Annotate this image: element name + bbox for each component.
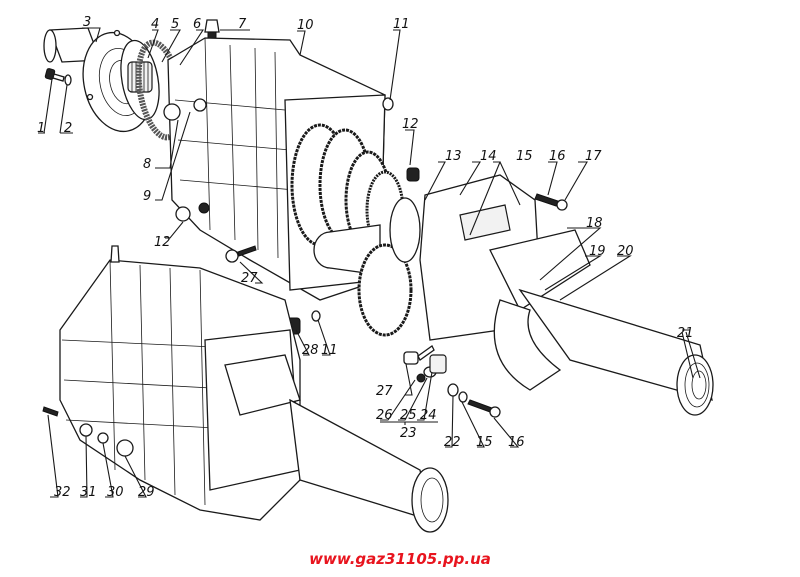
label-27-lower: 27 bbox=[376, 384, 393, 399]
label-10: 10 bbox=[297, 18, 314, 33]
label-19: 19 bbox=[589, 244, 606, 259]
label-20: 20 bbox=[617, 244, 634, 259]
bolt bbox=[44, 68, 65, 82]
label-1: 1 bbox=[37, 121, 45, 136]
label-28: 28 bbox=[302, 343, 319, 358]
label-18: 18 bbox=[586, 216, 603, 231]
label-25: 25 bbox=[400, 408, 417, 423]
label-22: 22 bbox=[444, 435, 461, 450]
label-29: 29 bbox=[138, 485, 155, 500]
label-9: 9 bbox=[143, 189, 151, 204]
leader-lines bbox=[38, 27, 701, 498]
label-14: 14 bbox=[480, 149, 497, 164]
housing-bolt bbox=[225, 245, 257, 263]
label-15-lower: 15 bbox=[476, 435, 493, 450]
label-6: 6 bbox=[193, 17, 201, 32]
label-7: 7 bbox=[238, 17, 247, 32]
label-8: 8 bbox=[143, 157, 151, 172]
washer bbox=[64, 74, 72, 86]
label-12-right: 12 bbox=[402, 117, 419, 132]
selector-assembly bbox=[403, 345, 501, 418]
label-16-upper: 16 bbox=[549, 149, 566, 164]
dowel-pin bbox=[382, 97, 394, 111]
part-labels: 1 2 3 4 5 6 7 8 9 10 11 11 12 12 13 14 1… bbox=[37, 15, 694, 500]
output-seal bbox=[676, 354, 714, 416]
label-2: 2 bbox=[64, 121, 72, 136]
label-21: 21 bbox=[677, 326, 694, 341]
label-15-upper: 15 bbox=[516, 149, 533, 164]
label-30: 30 bbox=[107, 485, 124, 500]
label-31: 31 bbox=[80, 485, 97, 500]
label-11-upper: 11 bbox=[393, 17, 410, 32]
label-27-upper: 27 bbox=[241, 271, 258, 286]
label-12-left: 12 bbox=[154, 235, 171, 250]
rear-extension-housing bbox=[419, 174, 713, 401]
label-32: 32 bbox=[54, 485, 71, 500]
label-11-lower: 11 bbox=[321, 343, 338, 358]
rear-bolt bbox=[534, 193, 568, 211]
label-3: 3 bbox=[83, 15, 91, 30]
gear-set bbox=[290, 123, 421, 337]
drain-plug bbox=[406, 167, 420, 182]
label-5: 5 bbox=[171, 17, 179, 32]
label-16-lower: 16 bbox=[508, 435, 525, 450]
watermark-url[interactable]: www.gaz31105.pp.ua bbox=[309, 550, 491, 568]
label-13: 13 bbox=[445, 149, 462, 164]
dowel-pin-lower bbox=[311, 310, 321, 322]
label-26: 26 bbox=[376, 408, 393, 423]
label-23: 23 bbox=[400, 426, 417, 441]
label-4: 4 bbox=[151, 17, 159, 32]
label-17: 17 bbox=[585, 149, 602, 164]
label-24: 24 bbox=[420, 408, 437, 423]
